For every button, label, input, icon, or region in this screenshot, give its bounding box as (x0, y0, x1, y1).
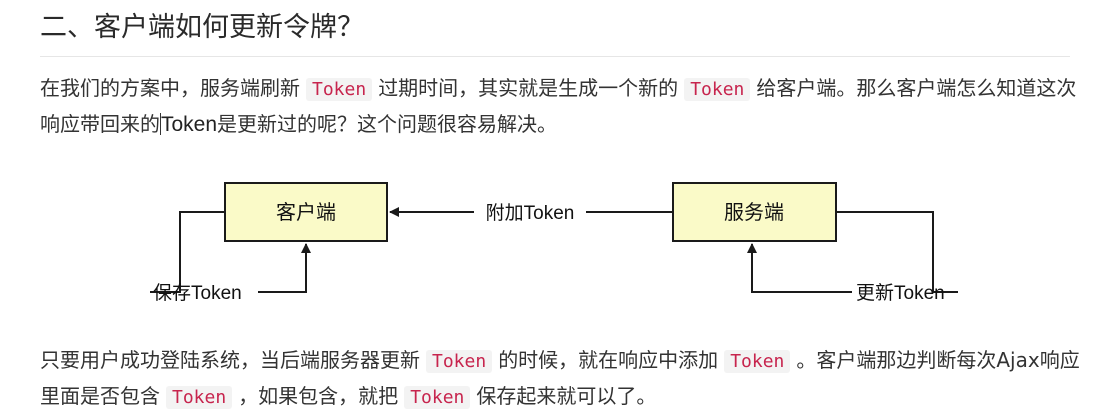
section-heading: 二、客户端如何更新令牌？ (40, 12, 364, 43)
text-run: 过期时间，其实就是生成一个新的 (378, 76, 679, 100)
inline-code: Token (426, 350, 493, 373)
update-token-arrow (747, 243, 852, 293)
heading-divider (40, 56, 1070, 57)
update-token-label: 更新Token (856, 282, 945, 304)
attach-token-label: 附加Token (486, 202, 575, 224)
update-token-loop (836, 211, 958, 293)
inline-code: Token (166, 386, 233, 409)
save-token-label: 保存Token (153, 282, 242, 304)
save-token-loop (150, 211, 225, 293)
client-box-label: 客户端 (276, 201, 336, 224)
text-run: 保存起来就可以了。 (476, 384, 657, 408)
text-run: Token (161, 113, 218, 136)
server-box-label: 服务端 (724, 201, 784, 224)
text-run: 只要用户成功登陆系统，当后端服务器更新 (40, 348, 420, 372)
inline-code: Token (404, 386, 471, 409)
text-run: 给客户端。那么客户端怎么知道这次响应带回来的 (40, 76, 1077, 136)
text-run: ，如果包含，就把 (238, 384, 399, 408)
text-run: 。客户端那边判断每次Ajax响应里面是否包含 (40, 348, 1080, 408)
text-run: 是更新过的呢？这个问题很容易解决。 (217, 112, 558, 136)
inline-code: Token (684, 78, 751, 101)
text-cursor (160, 113, 161, 135)
text-run: 在我们的方案中，服务端刷新 (40, 76, 300, 100)
save-token-arrow (258, 243, 311, 293)
text-run: 的时候，就在响应中添加 (498, 348, 719, 372)
inline-code: Token (724, 350, 791, 373)
inline-code: Token (306, 78, 373, 101)
